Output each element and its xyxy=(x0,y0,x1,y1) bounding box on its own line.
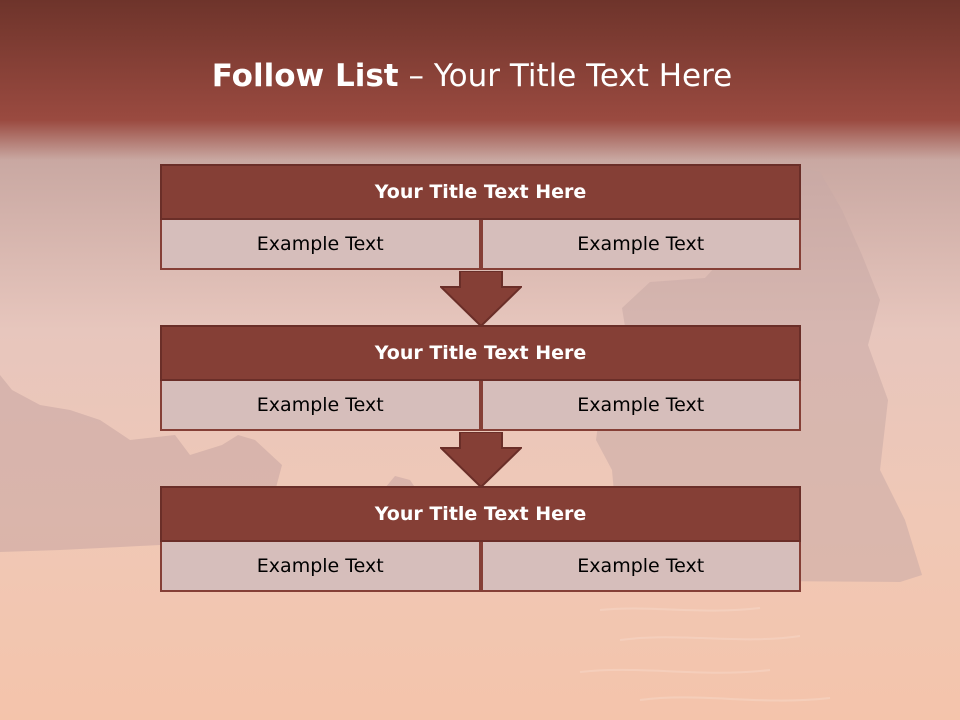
down-arrow-2 xyxy=(440,432,522,488)
water-ripples xyxy=(579,607,831,702)
step-row: Example Text Example Text xyxy=(160,220,801,270)
step-cell-right: Example Text xyxy=(480,542,801,592)
step-title: Your Title Text Here xyxy=(160,164,801,220)
slide-title-rest: – Your Title Text Here xyxy=(408,58,733,94)
step-cell-left: Example Text xyxy=(160,220,481,270)
step-row: Example Text Example Text xyxy=(160,542,801,592)
step-block-1: Your Title Text Here Example Text Exampl… xyxy=(160,164,801,270)
slide-title: Follow List – Your Title Text Here xyxy=(0,54,944,98)
step-cell-right: Example Text xyxy=(480,381,801,431)
slide-title-bold: Follow List xyxy=(211,58,399,94)
step-cell-right: Example Text xyxy=(480,220,801,270)
step-block-2: Your Title Text Here Example Text Exampl… xyxy=(160,325,801,431)
step-row: Example Text Example Text xyxy=(160,381,801,431)
step-cell-left: Example Text xyxy=(160,542,481,592)
step-title: Your Title Text Here xyxy=(160,486,801,542)
step-title: Your Title Text Here xyxy=(160,325,801,381)
down-arrow-1 xyxy=(440,271,522,327)
step-block-3: Your Title Text Here Example Text Exampl… xyxy=(160,486,801,592)
step-cell-left: Example Text xyxy=(160,381,481,431)
